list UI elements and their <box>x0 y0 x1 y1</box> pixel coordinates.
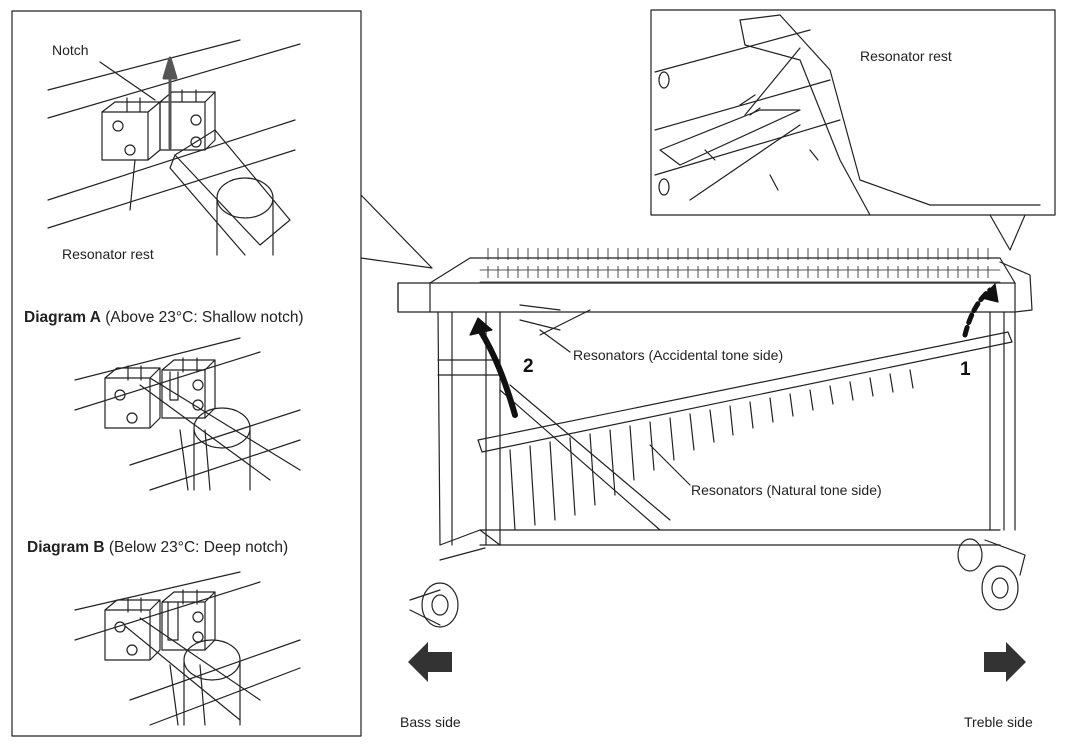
bar-pins <box>487 248 989 278</box>
detail-diagram-a <box>74 337 301 491</box>
callout-inset <box>989 214 1026 251</box>
inset-resonator-rest-label: Resonator rest <box>860 48 952 64</box>
main-frame <box>397 257 1033 628</box>
diagram-a-note: (Above 23°C: Shallow notch) <box>105 309 304 326</box>
arrow-right-icon <box>984 642 1026 682</box>
diagram-b-title: Diagram B <box>27 539 105 556</box>
detail-notch-view <box>47 39 301 256</box>
resonators-natural <box>477 331 1013 531</box>
diagram-b-caption: Diagram B (Below 23°C: Deep notch) <box>27 539 288 557</box>
diagram-a-title: Diagram A <box>24 309 101 326</box>
diagram-a-caption: Diagram A (Above 23°C: Shallow notch) <box>24 309 304 327</box>
inset-panel <box>650 9 1056 216</box>
bass-side-label: Bass side <box>400 714 461 730</box>
curved-arrow-icon <box>477 327 518 418</box>
resonator-rest-label: Resonator rest <box>62 246 154 262</box>
step-2-label: 2 <box>523 356 534 377</box>
step-1-label: 1 <box>960 359 971 380</box>
treble-side-label: Treble side <box>964 714 1033 730</box>
diagram-b-note: (Below 23°C: Deep notch) <box>108 539 289 556</box>
resonators-accidental-label: Resonators (Accidental tone side) <box>573 347 784 363</box>
callout-left <box>360 194 433 269</box>
resonators-natural-label: Resonators (Natural tone side) <box>691 482 882 498</box>
inset-resonator-rest <box>654 14 1041 216</box>
detail-panel <box>11 10 362 737</box>
arrow-left-icon <box>408 642 452 682</box>
detail-diagram-b <box>74 571 301 726</box>
notch-label: Notch <box>52 42 89 58</box>
arrow-up-icon <box>162 56 178 150</box>
